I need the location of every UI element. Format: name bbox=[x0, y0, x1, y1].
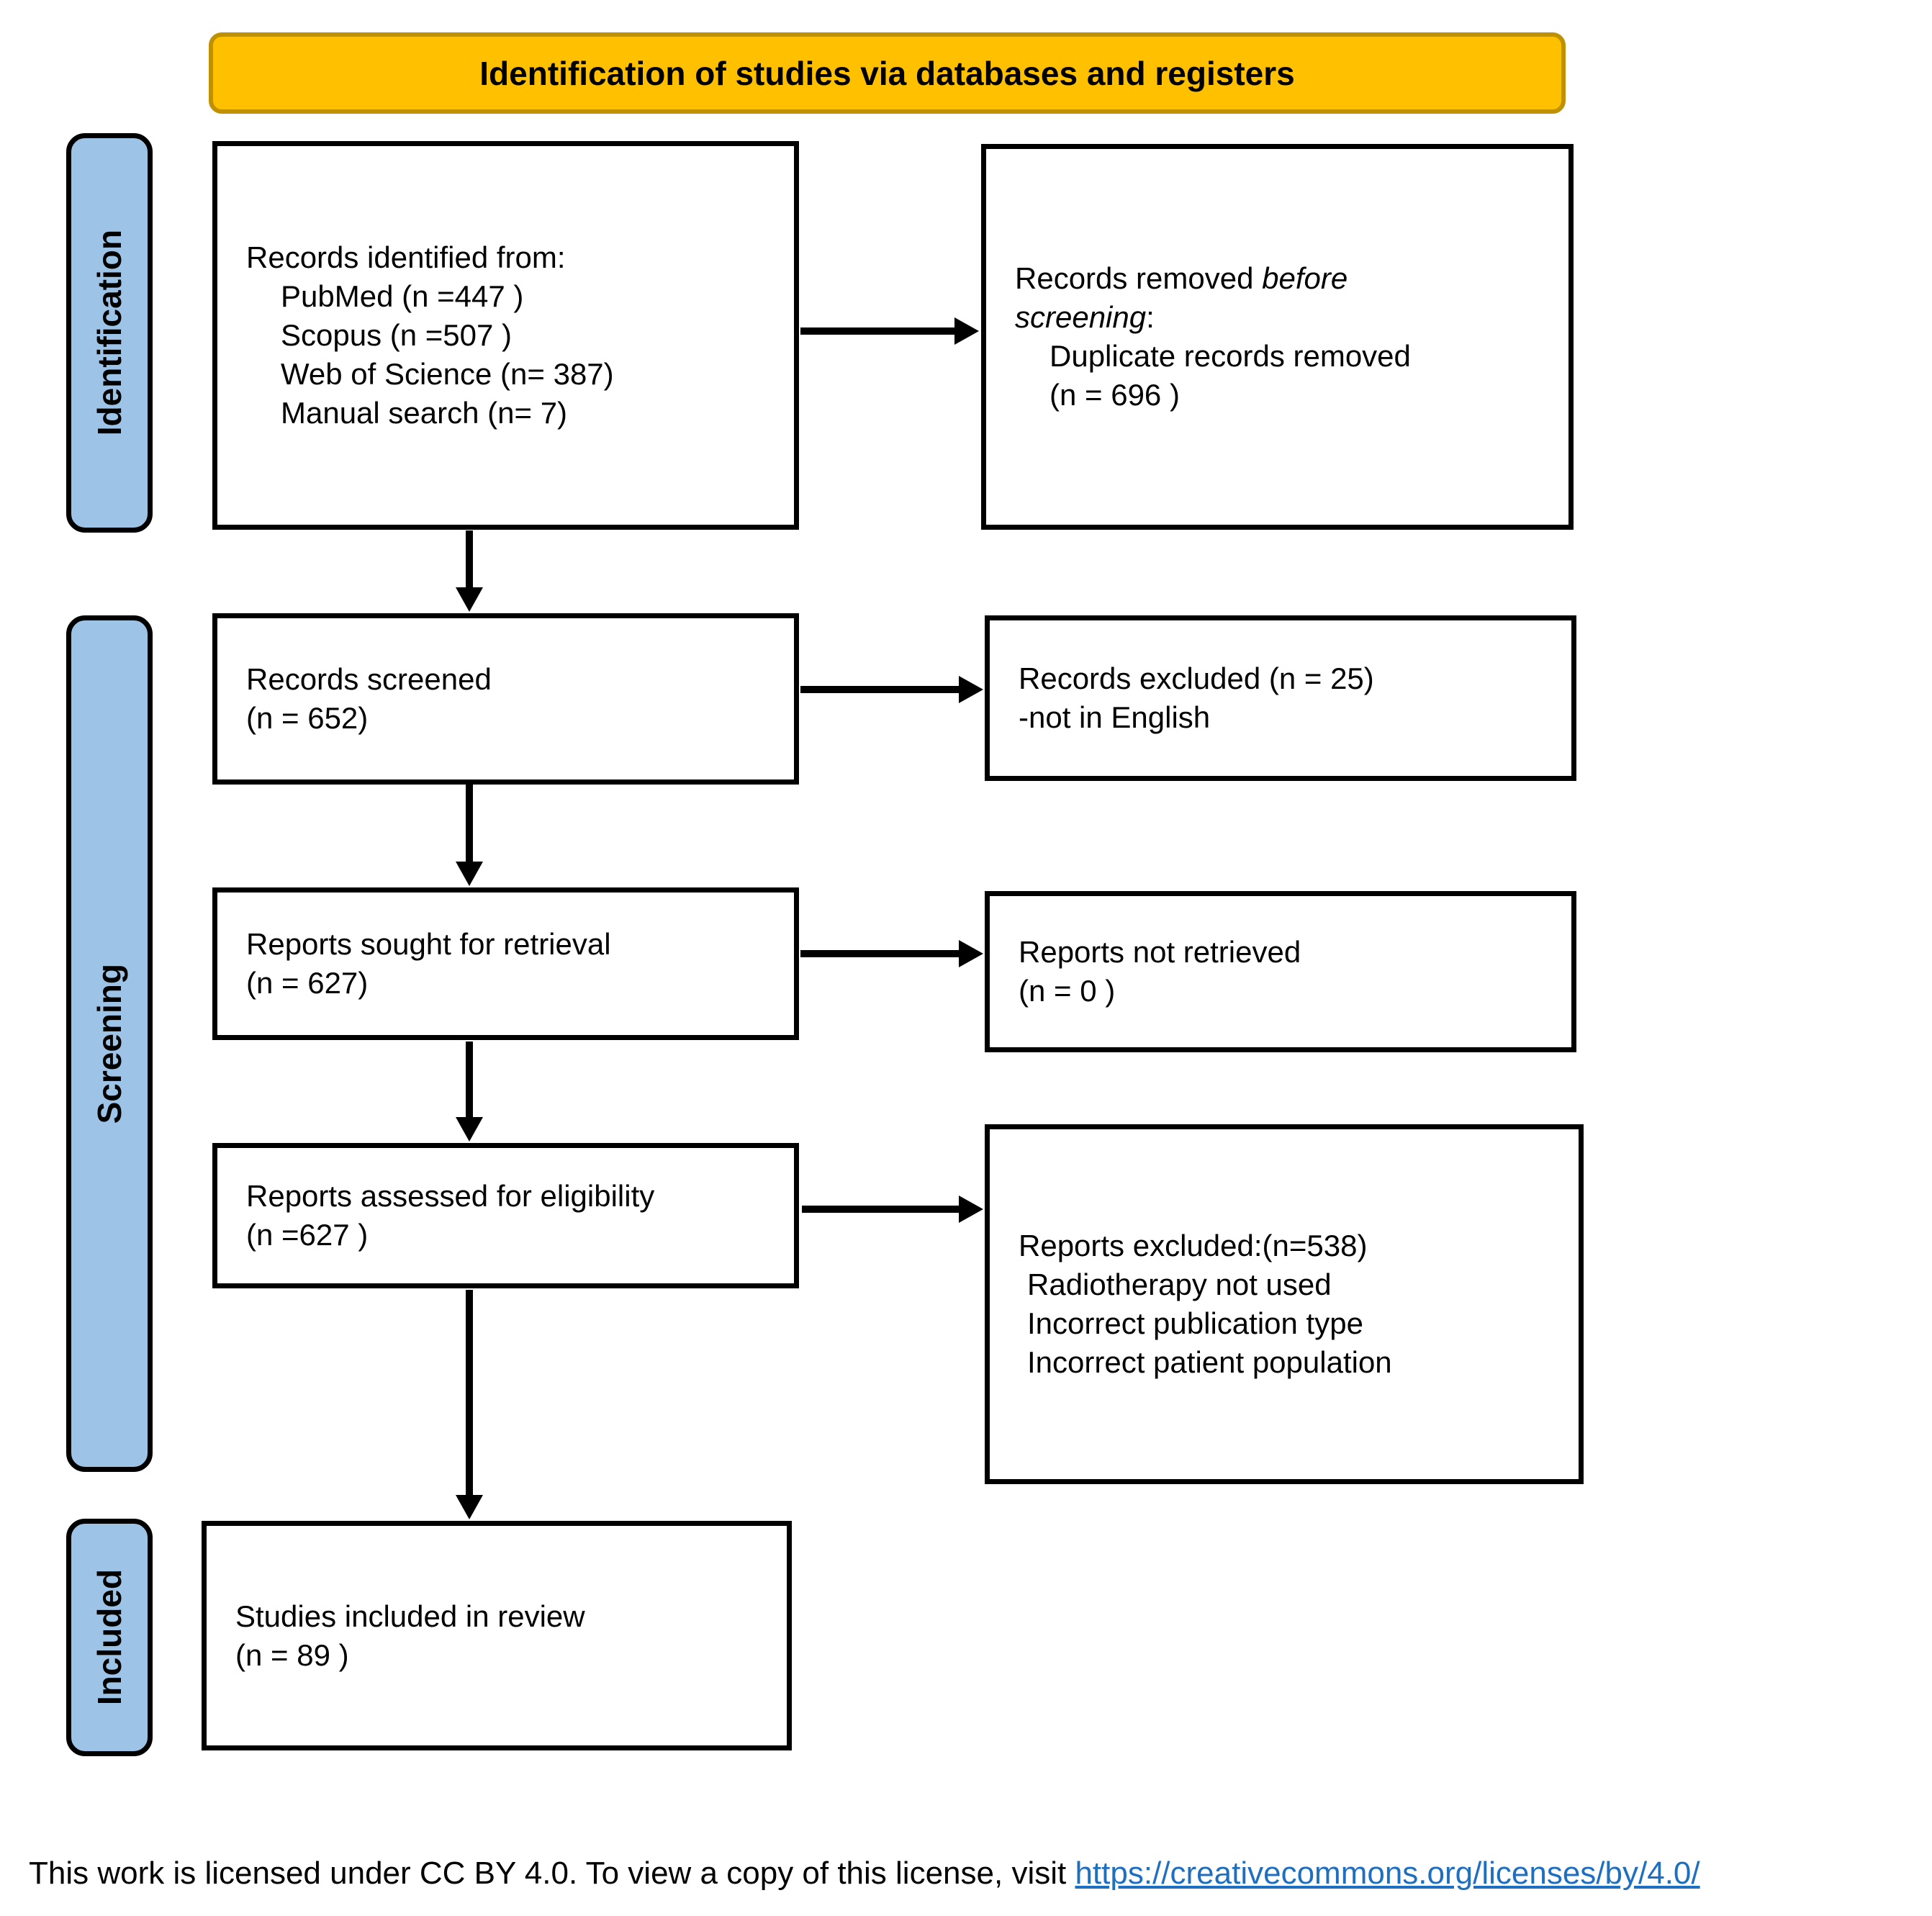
arrow-identified-to-removed-icon bbox=[800, 327, 954, 335]
box-line: Records removed before bbox=[1015, 261, 1348, 295]
box-line: Records identified from: bbox=[246, 240, 566, 274]
arrow-identified-to-screened-icon bbox=[466, 530, 473, 587]
box-line: (n = 89 ) bbox=[235, 1637, 349, 1672]
stage-included: Included bbox=[66, 1519, 153, 1756]
arrow-assessed-to-reports-excluded-icon bbox=[802, 1206, 959, 1213]
box-line: Reports sought for retrieval bbox=[246, 927, 611, 961]
box-reports-not-retrieved: Reports not retrieved (n = 0 ) bbox=[985, 891, 1576, 1052]
box-line: Radiotherapy not used bbox=[1027, 1267, 1332, 1301]
arrow-screened-to-sought-icon bbox=[466, 785, 473, 862]
license-statement: This work is licensed under CC BY 4.0. T… bbox=[29, 1856, 1075, 1891]
box-line: Reports not retrieved bbox=[1019, 935, 1301, 969]
arrow-screened-to-excluded-icon bbox=[800, 686, 959, 693]
box-line: (n = 627) bbox=[246, 966, 369, 1000]
box-reports-sought: Reports sought for retrieval (n = 627) bbox=[212, 887, 799, 1040]
box-reports-assessed: Reports assessed for eligibility (n =627… bbox=[212, 1143, 799, 1288]
box-line: PubMed (n =447 ) bbox=[281, 279, 524, 313]
box-line: Reports assessed for eligibility bbox=[246, 1179, 655, 1213]
stage-identification: Identification bbox=[66, 133, 153, 533]
box-line: (n = 0 ) bbox=[1019, 974, 1116, 1008]
banner-title: Identification of studies via databases … bbox=[209, 32, 1566, 114]
box-reports-excluded: Reports excluded:(n=538) Radiotherapy no… bbox=[985, 1124, 1584, 1484]
box-line: Incorrect publication type bbox=[1027, 1306, 1363, 1340]
box-line: -not in English bbox=[1019, 700, 1211, 734]
box-line: Reports excluded:(n=538) bbox=[1019, 1229, 1368, 1262]
box-records-identified: Records identified from: PubMed (n =447 … bbox=[212, 141, 799, 530]
box-line: (n = 696 ) bbox=[1049, 378, 1180, 412]
box-line: Web of Science (n= 387) bbox=[281, 357, 614, 391]
box-line: (n =627 ) bbox=[246, 1218, 369, 1252]
box-line: Studies included in review bbox=[235, 1599, 585, 1633]
stage-screening: Screening bbox=[66, 615, 153, 1472]
license-link[interactable]: https://creativecommons.org/licenses/by/… bbox=[1075, 1856, 1700, 1891]
box-line: Records excluded (n = 25) bbox=[1019, 661, 1374, 695]
box-line: Incorrect patient population bbox=[1027, 1345, 1392, 1379]
box-line: (n = 652) bbox=[246, 701, 369, 735]
banner-title-label: Identification of studies via databases … bbox=[479, 54, 1295, 92]
box-records-excluded: Records excluded (n = 25) -not in Englis… bbox=[985, 615, 1576, 781]
box-line: Records screened bbox=[246, 662, 492, 696]
stage-identification-label: Identification bbox=[91, 230, 128, 436]
box-line: screening: bbox=[1015, 300, 1155, 334]
box-records-screened: Records screened (n = 652) bbox=[212, 613, 799, 785]
arrow-assessed-to-included-icon bbox=[466, 1290, 473, 1495]
box-line: Manual search (n= 7) bbox=[281, 396, 568, 430]
arrow-sought-to-assessed-icon bbox=[466, 1041, 473, 1117]
license-text: This work is licensed under CC BY 4.0. T… bbox=[29, 1853, 1915, 1894]
box-records-removed: Records removed before screening: Duplic… bbox=[981, 144, 1574, 530]
stage-screening-label: Screening bbox=[91, 963, 128, 1124]
stage-included-label: Included bbox=[91, 1569, 128, 1706]
box-studies-included: Studies included in review (n = 89 ) bbox=[202, 1521, 792, 1750]
box-line: Duplicate records removed bbox=[1049, 339, 1411, 373]
box-line: Scopus (n =507 ) bbox=[281, 318, 513, 352]
arrow-sought-to-not-retrieved-icon bbox=[800, 950, 959, 957]
